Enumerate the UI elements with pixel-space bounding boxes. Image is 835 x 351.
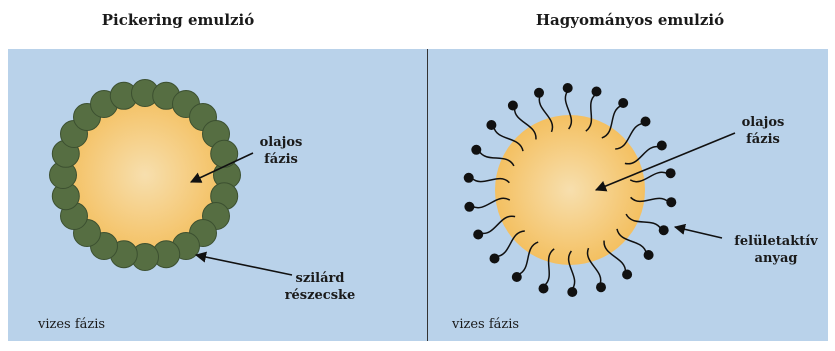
- surfactant-head: [471, 145, 481, 155]
- solid-particle: [211, 140, 238, 167]
- conventional-oil-label-line2: fázis: [746, 132, 780, 147]
- pickering-water-label: vizes fázis: [37, 317, 105, 332]
- surfactant-head: [534, 88, 544, 98]
- surfactant-head: [592, 87, 602, 97]
- surfactant-head: [657, 141, 667, 151]
- pickering-oil-label-line1: olajos: [260, 135, 303, 150]
- surfactant-head: [622, 270, 632, 280]
- particle-label-line2: részecske: [285, 288, 356, 303]
- surfactant-label-line1: felületaktív: [734, 234, 818, 249]
- conventional-oil-label-line1: olajos: [742, 115, 785, 130]
- surfactant-head: [508, 101, 518, 111]
- surfactant-head: [596, 282, 606, 292]
- surfactant-head: [512, 272, 522, 282]
- pickering-droplet: [50, 80, 241, 271]
- surfactant-head: [666, 168, 676, 178]
- pickering-oil-label-line2: fázis: [264, 152, 298, 167]
- surfactant-head: [666, 197, 676, 207]
- surfactant-head: [641, 117, 651, 127]
- surfactant-head: [539, 284, 549, 294]
- conventional-oil-droplet: [495, 115, 645, 265]
- surfactant-head: [486, 120, 496, 130]
- surfactant-head: [473, 230, 483, 240]
- conventional-water-label: vizes fázis: [451, 317, 519, 332]
- surfactant-head: [659, 225, 669, 235]
- surfactant-head: [464, 202, 474, 212]
- surfactant-head: [567, 287, 577, 297]
- surfactant-head: [644, 250, 654, 260]
- conventional-title: Hagyományos emulzió: [536, 11, 724, 29]
- pickering-title: Pickering emulzió: [102, 11, 255, 29]
- particle-label-line1: szilárd: [296, 271, 345, 286]
- surfactant-head: [618, 98, 628, 108]
- surfactant-head: [563, 83, 573, 93]
- surfactant-label-line2: anyag: [755, 251, 798, 266]
- surfactant-head: [490, 254, 500, 264]
- surfactant-head: [464, 173, 474, 183]
